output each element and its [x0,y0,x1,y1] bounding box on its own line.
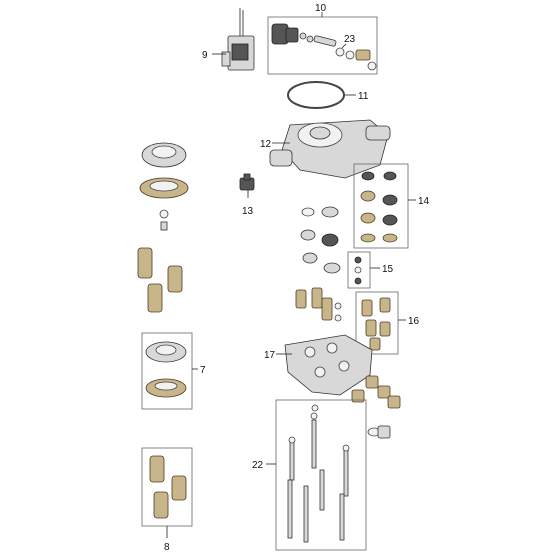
part-11-o-ring [287,81,345,109]
part-9-unloader-switch [221,8,255,71]
group-box-22 [275,399,367,551]
callout-22: 22 [252,460,264,471]
callout-10: 10 [315,3,327,14]
callout-11: 11 [358,91,369,102]
part-plug-right [367,425,391,439]
group-box-15 [347,251,371,289]
callout-12: 12 [260,139,272,150]
part-22-bolts [287,404,350,543]
callout-8: 8 [164,542,170,553]
callout-15: 15 [382,264,394,275]
part-15-small-parts [354,256,362,285]
part-17-manifold [284,334,373,396]
part-7-seal-set [145,341,187,398]
group-box-7 [141,332,193,410]
callout-9: 9 [202,50,208,61]
part-seal-stack-upper [139,142,189,231]
part-14-valve-kit [360,171,398,243]
group-box-10 [267,16,378,75]
part-8-valve-set [149,455,187,519]
part-valve-cartridges-left [137,247,183,313]
callout-13: 13 [242,206,254,217]
callout-16: 16 [408,316,420,327]
leader-23 [341,43,347,49]
part-17-fittings [351,375,401,409]
callout-14: 14 [418,196,430,207]
part-10-valve-assembly [271,23,377,71]
part-center-seals [295,206,342,322]
part-16-valve-set [361,297,391,351]
callout-17: 17 [264,350,276,361]
group-box-16 [355,291,399,355]
part-12-pump-head [269,119,391,179]
callout-7: 7 [200,365,206,376]
callout-23: 23 [344,34,356,45]
part-13-plug [239,173,255,191]
group-box-14 [353,163,409,249]
